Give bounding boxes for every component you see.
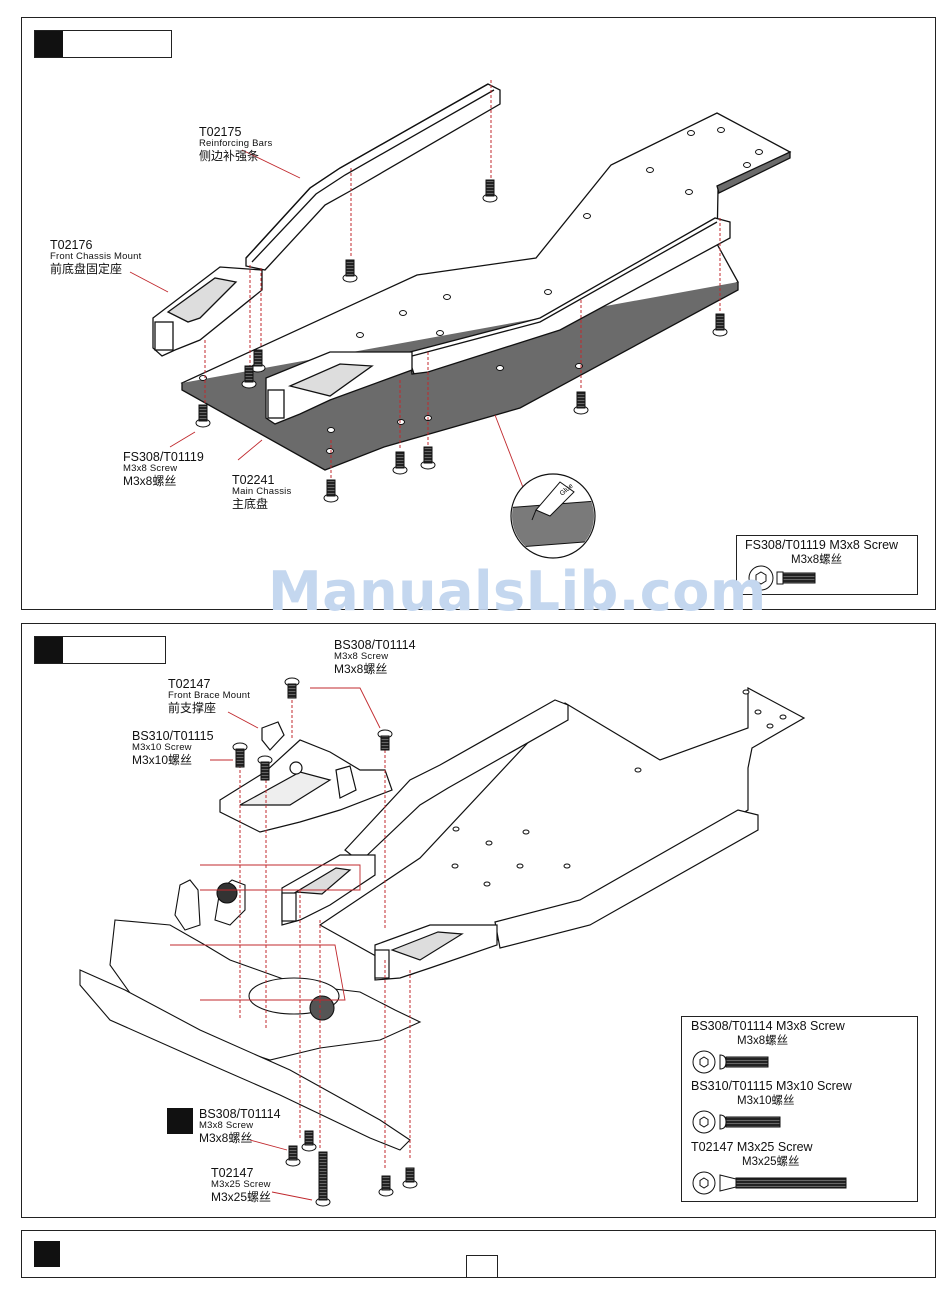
screw — [712, 313, 728, 337]
part-code: T02241 — [232, 473, 275, 487]
screw — [323, 479, 339, 503]
step-2-number-block — [35, 637, 63, 663]
part-code: T02147 — [168, 677, 211, 691]
legend-cn: M3x10螺丝 — [737, 1095, 795, 1107]
part-name-en: M3x25 Screw — [211, 1179, 271, 1191]
part-name-en: M3x8 Screw — [199, 1120, 254, 1132]
watermark: ManualsLib.com — [268, 560, 767, 623]
label-reinforcing-bars: T02175 Reinforcing Bars 侧边补强条 — [199, 125, 272, 164]
label-t02147-screw: T02147 M3x25 Screw M3x25螺丝 — [211, 1166, 271, 1205]
part-name-en: Reinforcing Bars — [199, 138, 273, 150]
part-code: T02176 — [50, 238, 93, 252]
screw — [284, 677, 300, 699]
step-1-tab — [34, 30, 172, 58]
front-suspension-assembly — [79, 879, 422, 1151]
chassis-holes — [199, 127, 763, 454]
screw-icons — [692, 1050, 847, 1195]
part-code: T02147 — [211, 1166, 254, 1180]
screw — [402, 1167, 418, 1189]
label-front-brace-mount: T02147 Front Brace Mount 前支撑座 — [168, 677, 250, 716]
label-bs308-top: BS308/T01114 M3x8 Screw M3x8螺丝 — [334, 638, 416, 677]
legend-cn: M3x8螺丝 — [791, 554, 843, 566]
reinforcing-bar-upper — [245, 83, 501, 271]
part-name-cn: M3x8螺丝 — [334, 662, 388, 677]
label-front-chassis-mount: T02176 Front Chassis Mount 前底盘固定座 — [50, 238, 141, 277]
part-name-en: Front Brace Mount — [168, 690, 251, 702]
legend-cn: M3x8螺丝 — [737, 1035, 789, 1047]
screw — [420, 446, 436, 470]
legend-cn: M3x25螺丝 — [742, 1156, 800, 1168]
step-2-hardware-legend: BS308/T01114 M3x8 Screw M3x8螺丝 BS310/T01… — [681, 1016, 918, 1202]
chassis-rail-lower — [494, 809, 759, 949]
screw — [301, 1130, 317, 1152]
bottom-note-bar — [21, 1230, 936, 1278]
screw — [241, 365, 257, 389]
part-code: BS310/T01115 — [132, 729, 214, 743]
screw-icon — [748, 565, 816, 591]
screw — [257, 755, 273, 781]
plate-holes-step2 — [451, 689, 787, 887]
label-bs310: BS310/T01115 M3x10 Screw M3x10螺丝 — [132, 729, 214, 768]
part-name-en: Front Chassis Mount — [50, 251, 142, 263]
step-2-leader-lines — [170, 687, 381, 1201]
part-code: FS308/T01119 — [123, 450, 204, 464]
label-m3x8-screw: FS308/T01119 M3x8 Screw M3x8螺丝 — [123, 450, 204, 489]
front-chassis-mount-left — [152, 266, 263, 357]
step-1-guide-lines — [204, 80, 721, 478]
part-name-en: M3x8 Screw — [334, 651, 389, 663]
part-name-en: M3x8 Screw — [123, 463, 178, 475]
screw — [195, 404, 211, 428]
part-name-cn: M3x8螺丝 — [199, 1131, 253, 1146]
thread-lock-icon — [167, 1108, 193, 1134]
step-2-tab — [34, 636, 166, 664]
screw — [377, 729, 393, 751]
part-name-cn: 主底盘 — [232, 497, 269, 512]
part-name-cn: 前支撑座 — [168, 701, 217, 716]
step-1-leader-lines — [129, 149, 525, 491]
page-number-tab — [466, 1255, 498, 1277]
reinforcing-bar-lower — [409, 217, 731, 375]
step-1-screws — [195, 179, 728, 503]
screw — [573, 391, 589, 415]
legend-title: T02147 M3x25 Screw — [691, 1140, 813, 1154]
step-1-hardware-legend: FS308/T01119 M3x8 Screw M3x8螺丝 — [736, 535, 918, 595]
part-name-cn: M3x10螺丝 — [132, 753, 193, 768]
step-2-screws — [232, 677, 418, 1207]
screw — [250, 349, 266, 373]
glue-callout — [510, 473, 596, 559]
front-chassis-mount-right — [265, 351, 413, 425]
screw — [378, 1175, 394, 1197]
part-code: T02175 — [199, 125, 242, 139]
front-mount-lower — [374, 924, 498, 981]
screw — [482, 179, 498, 203]
screw — [285, 1145, 301, 1167]
label-main-chassis: T02241 Main Chassis 主底盘 — [232, 473, 291, 512]
screw — [232, 742, 248, 768]
screw — [342, 259, 358, 283]
part-name-cn: 侧边补强条 — [199, 149, 260, 164]
part-name-en: M3x10 Screw — [132, 742, 192, 754]
screw — [392, 451, 408, 475]
step-1-number-block — [35, 31, 63, 57]
part-code: BS308/T01114 — [334, 638, 416, 652]
front-brace-mount — [219, 721, 393, 833]
part-code: BS308/T01114 — [199, 1107, 281, 1121]
part-name-cn: M3x8螺丝 — [123, 474, 177, 489]
legend-title: BS308/T01114 M3x8 Screw — [691, 1019, 845, 1033]
legend-title: FS308/T01119 M3x8 Screw — [745, 538, 899, 552]
long-screw — [315, 1151, 331, 1207]
part-name-cn: 前底盘固定座 — [50, 262, 123, 277]
chassis-rail-upper — [344, 699, 569, 863]
label-bs308-bottom: BS308/T01114 M3x8 Screw M3x8螺丝 — [199, 1107, 281, 1146]
legend-title: BS310/T01115 M3x10 Screw — [691, 1079, 852, 1093]
thread-lock-note-icon — [34, 1241, 60, 1267]
part-name-cn: M3x25螺丝 — [211, 1190, 272, 1205]
part-name-en: Main Chassis — [232, 486, 292, 498]
